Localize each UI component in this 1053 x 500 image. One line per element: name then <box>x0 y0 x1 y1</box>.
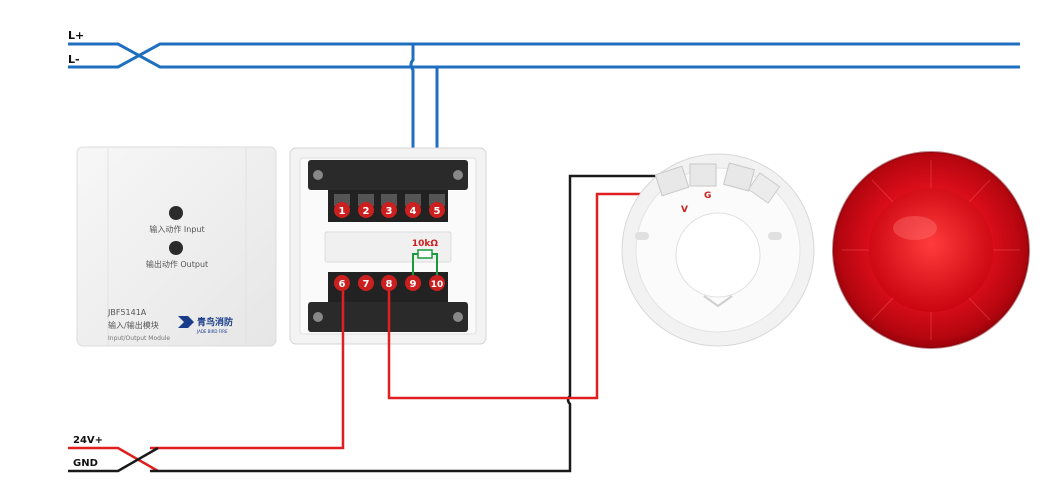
output-led-label: 输出动作 Output <box>146 259 208 269</box>
input-led-label: 输入动作 Input <box>149 224 204 234</box>
svg-text:10: 10 <box>431 280 444 290</box>
l-minus-label: L- <box>68 53 80 66</box>
v24-wire <box>68 291 345 473</box>
sounder-mounting-base: V G <box>621 153 815 347</box>
end-of-line-resistor: 10kΩ <box>412 239 439 276</box>
terminal-6: 6 <box>334 275 350 291</box>
terminal-8: 8 <box>381 275 397 291</box>
gnd-label: GND <box>73 458 98 469</box>
svg-text:8: 8 <box>386 279 393 290</box>
svg-text:6: 6 <box>339 279 346 290</box>
brand-logo-icon <box>178 316 194 328</box>
module-front-panel: 输入动作 Input 输出动作 Output JBF5141A 输入/输出模块 … <box>76 146 277 347</box>
sounder-lens-ribs <box>842 160 1020 340</box>
svg-text:3: 3 <box>386 206 393 217</box>
terminal-10: 10 <box>429 275 445 291</box>
sounder-strobe-device <box>832 151 1030 349</box>
module-model: JBF5141A <box>107 308 147 317</box>
svg-text:9: 9 <box>410 279 417 290</box>
module-name-en: Input/Output Module <box>108 335 170 342</box>
base-terminal-g: G <box>704 191 711 201</box>
brand-name-en: JADE BIRD FIRE <box>196 329 228 334</box>
terminal-4: 4 <box>405 194 421 218</box>
drop-to-terminal-4 <box>409 44 415 206</box>
svg-text:4: 4 <box>410 206 417 217</box>
terminal-1: 1 <box>334 194 350 218</box>
terminal-3: 3 <box>381 194 397 218</box>
terminal-9: 9 <box>405 275 421 291</box>
svg-text:7: 7 <box>363 279 370 290</box>
power-wires <box>68 174 672 473</box>
gnd-wire <box>68 174 672 473</box>
terminal-7: 7 <box>358 275 374 291</box>
l-plus-label: L+ <box>68 29 84 42</box>
bus-wires <box>68 42 1020 206</box>
terminal-2: 2 <box>358 194 374 218</box>
resistor-label: 10kΩ <box>412 239 439 249</box>
v-output-wire <box>387 192 668 400</box>
brand-name-cn: 青鸟消防 <box>197 316 233 328</box>
l-plus-wire <box>68 42 1020 69</box>
output-indicator-led <box>169 241 183 255</box>
input-indicator-led <box>169 206 183 220</box>
v24-label: 24V+ <box>73 435 103 446</box>
top-terminals: 1 2 3 4 5 <box>334 194 445 218</box>
svg-text:5: 5 <box>434 206 441 217</box>
terminal-5: 5 <box>429 194 445 218</box>
svg-text:2: 2 <box>363 206 370 217</box>
l-minus-wire <box>68 42 1020 69</box>
svg-text:1: 1 <box>339 206 346 217</box>
module-name-cn: 输入/输出模块 <box>108 320 159 330</box>
bottom-terminals: 6 7 8 9 10 <box>334 275 445 291</box>
base-terminal-v: V <box>681 205 688 215</box>
